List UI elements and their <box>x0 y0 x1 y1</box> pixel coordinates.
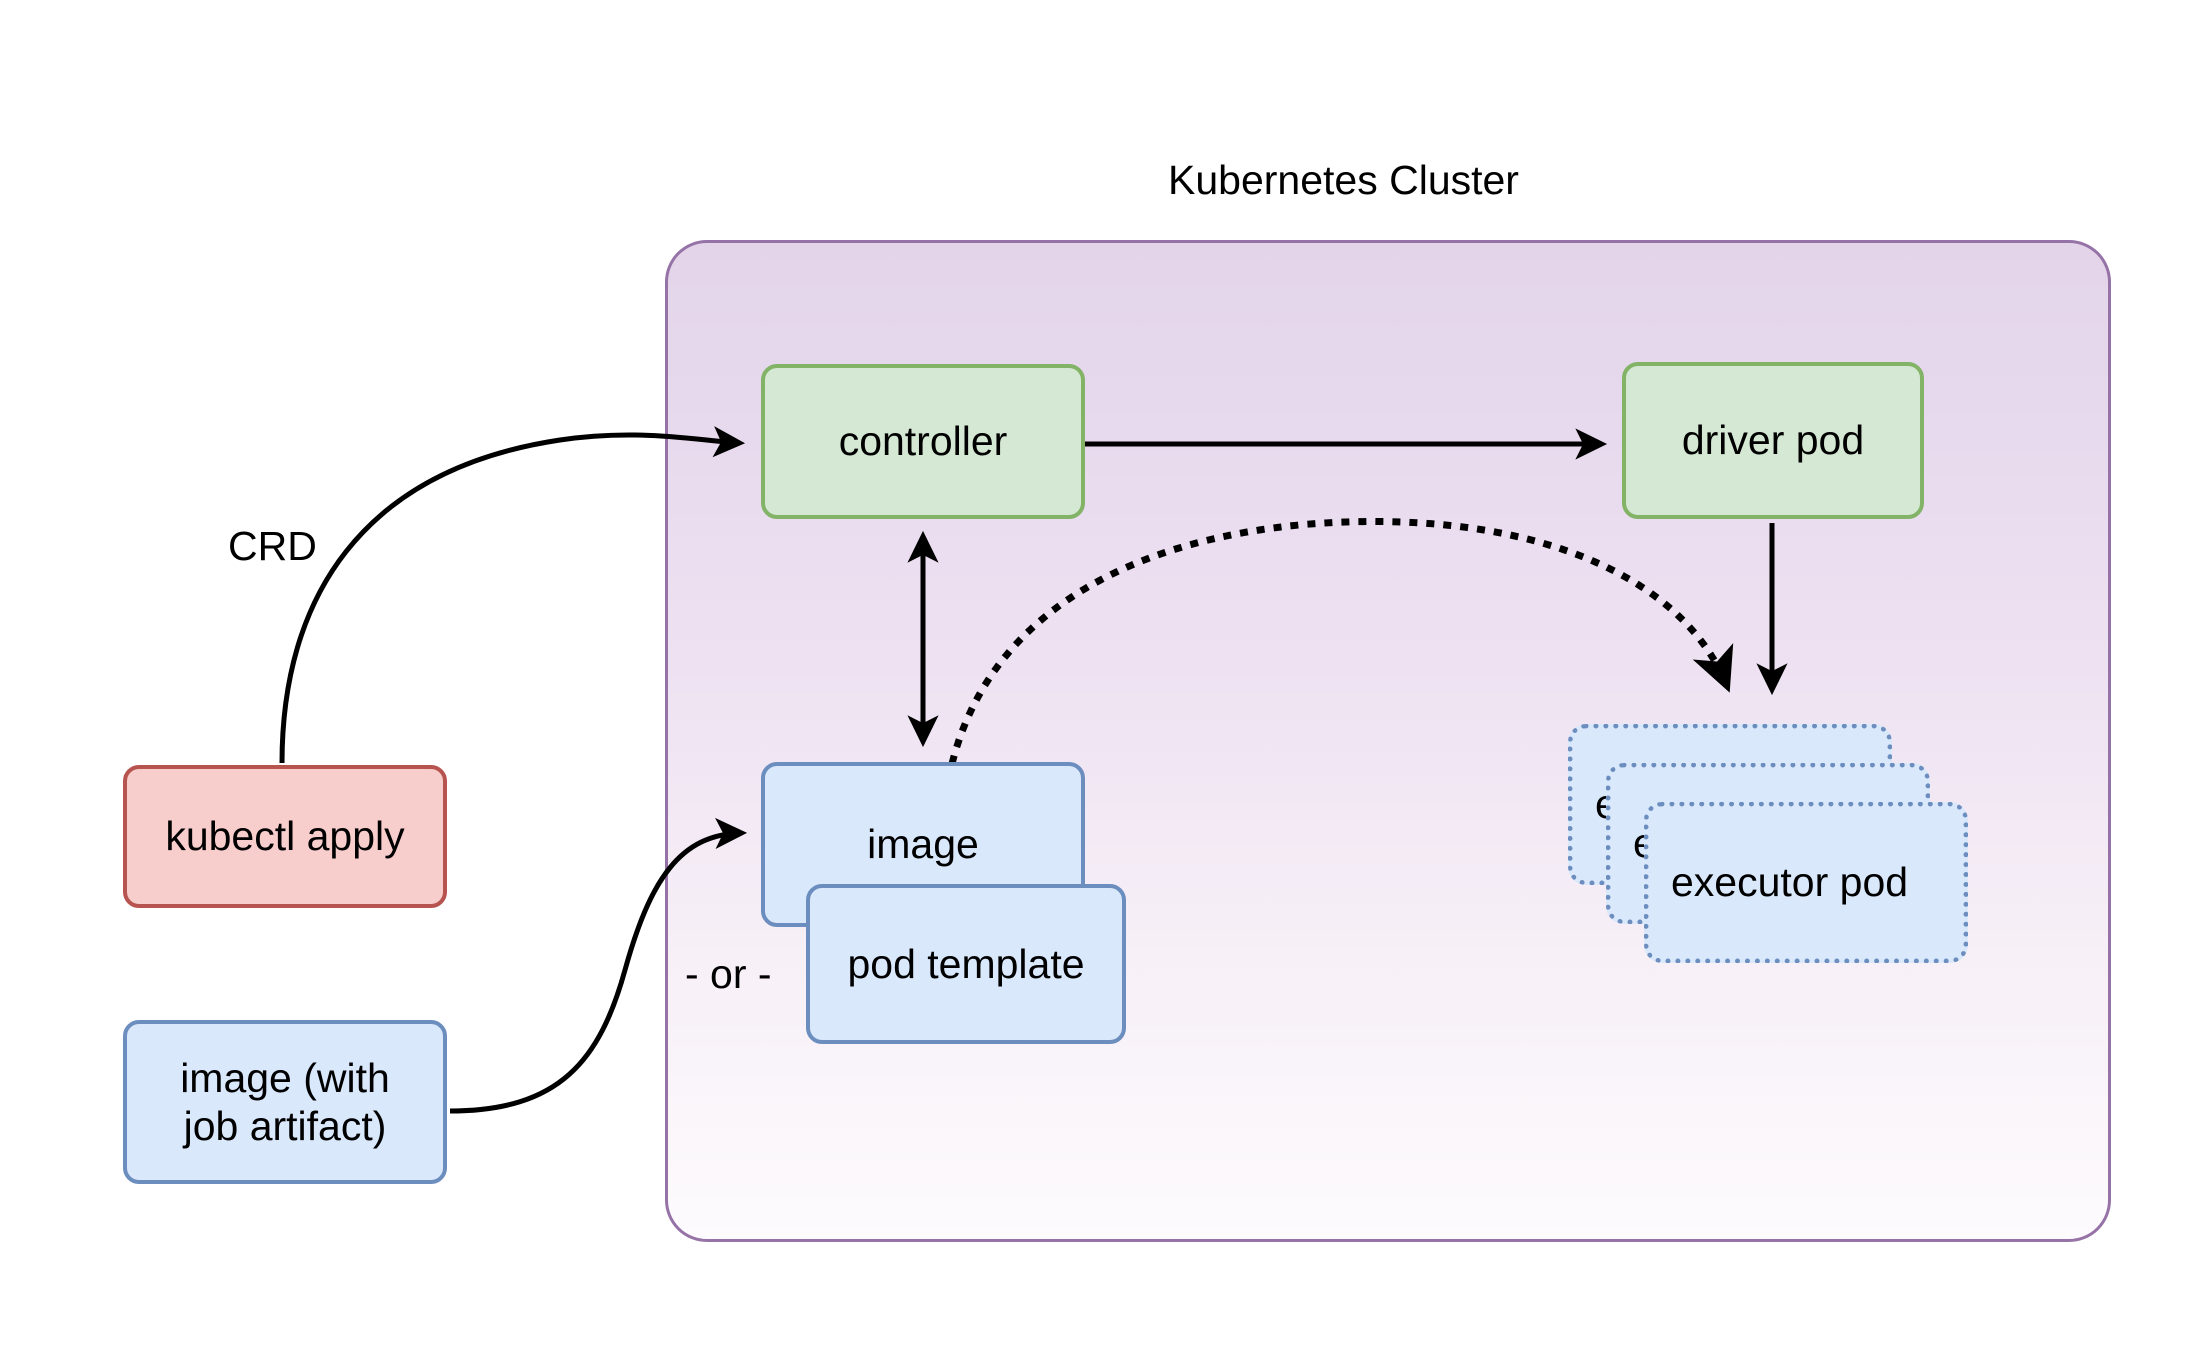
edge-label-crd: CRD <box>228 523 317 569</box>
node-image-label: image <box>867 821 979 868</box>
edge-label-or: - or - <box>685 951 772 997</box>
node-executor-pod-front[interactable]: executor pod <box>1644 802 1968 963</box>
node-image-with-job-artifact-label-line2: job artifact) <box>183 1103 387 1149</box>
node-kubectl-apply[interactable]: kubectl apply <box>123 765 447 908</box>
node-controller[interactable]: controller <box>761 364 1085 519</box>
node-pod-template-label: pod template <box>847 940 1085 987</box>
node-controller-label: controller <box>838 418 1008 465</box>
node-driver-pod-label: driver pod <box>1681 417 1865 464</box>
node-image-with-job-artifact-label-line1: image (with <box>180 1054 390 1101</box>
node-image-with-job-artifact[interactable]: image (with job artifact) <box>123 1020 447 1184</box>
node-executor-pod-front-label: executor pod <box>1671 859 1909 906</box>
cluster-title: Kubernetes Cluster <box>1168 157 1519 203</box>
node-driver-pod[interactable]: driver pod <box>1622 362 1924 519</box>
node-pod-template[interactable]: pod template <box>806 884 1126 1044</box>
node-kubectl-apply-label: kubectl apply <box>165 813 405 860</box>
